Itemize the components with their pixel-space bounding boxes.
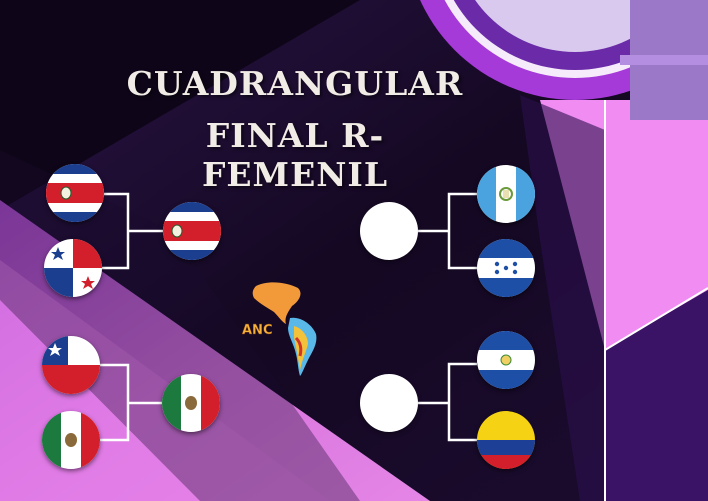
costa-rica-winner-flag — [163, 202, 221, 260]
honduras-flag — [477, 239, 535, 297]
title-line-1: CUADRANGULAR — [126, 64, 464, 103]
colombia-flag — [477, 411, 535, 469]
mexico-winner-flag — [162, 374, 220, 432]
costa-rica-flag — [46, 164, 104, 222]
guatemala-flag — [477, 165, 535, 223]
mexico-flag — [42, 411, 100, 469]
chile-flag — [42, 336, 100, 394]
anc-logo: ANC — [242, 282, 317, 376]
el-salvador-flag — [477, 331, 535, 389]
winner-slot-top — [360, 202, 418, 260]
title-line-2: FINAL R-FEMENIL — [201, 116, 389, 194]
winner-slot-bottom — [360, 374, 418, 432]
panama-flag — [44, 239, 102, 297]
anc-logo-text: ANC — [242, 323, 272, 338]
